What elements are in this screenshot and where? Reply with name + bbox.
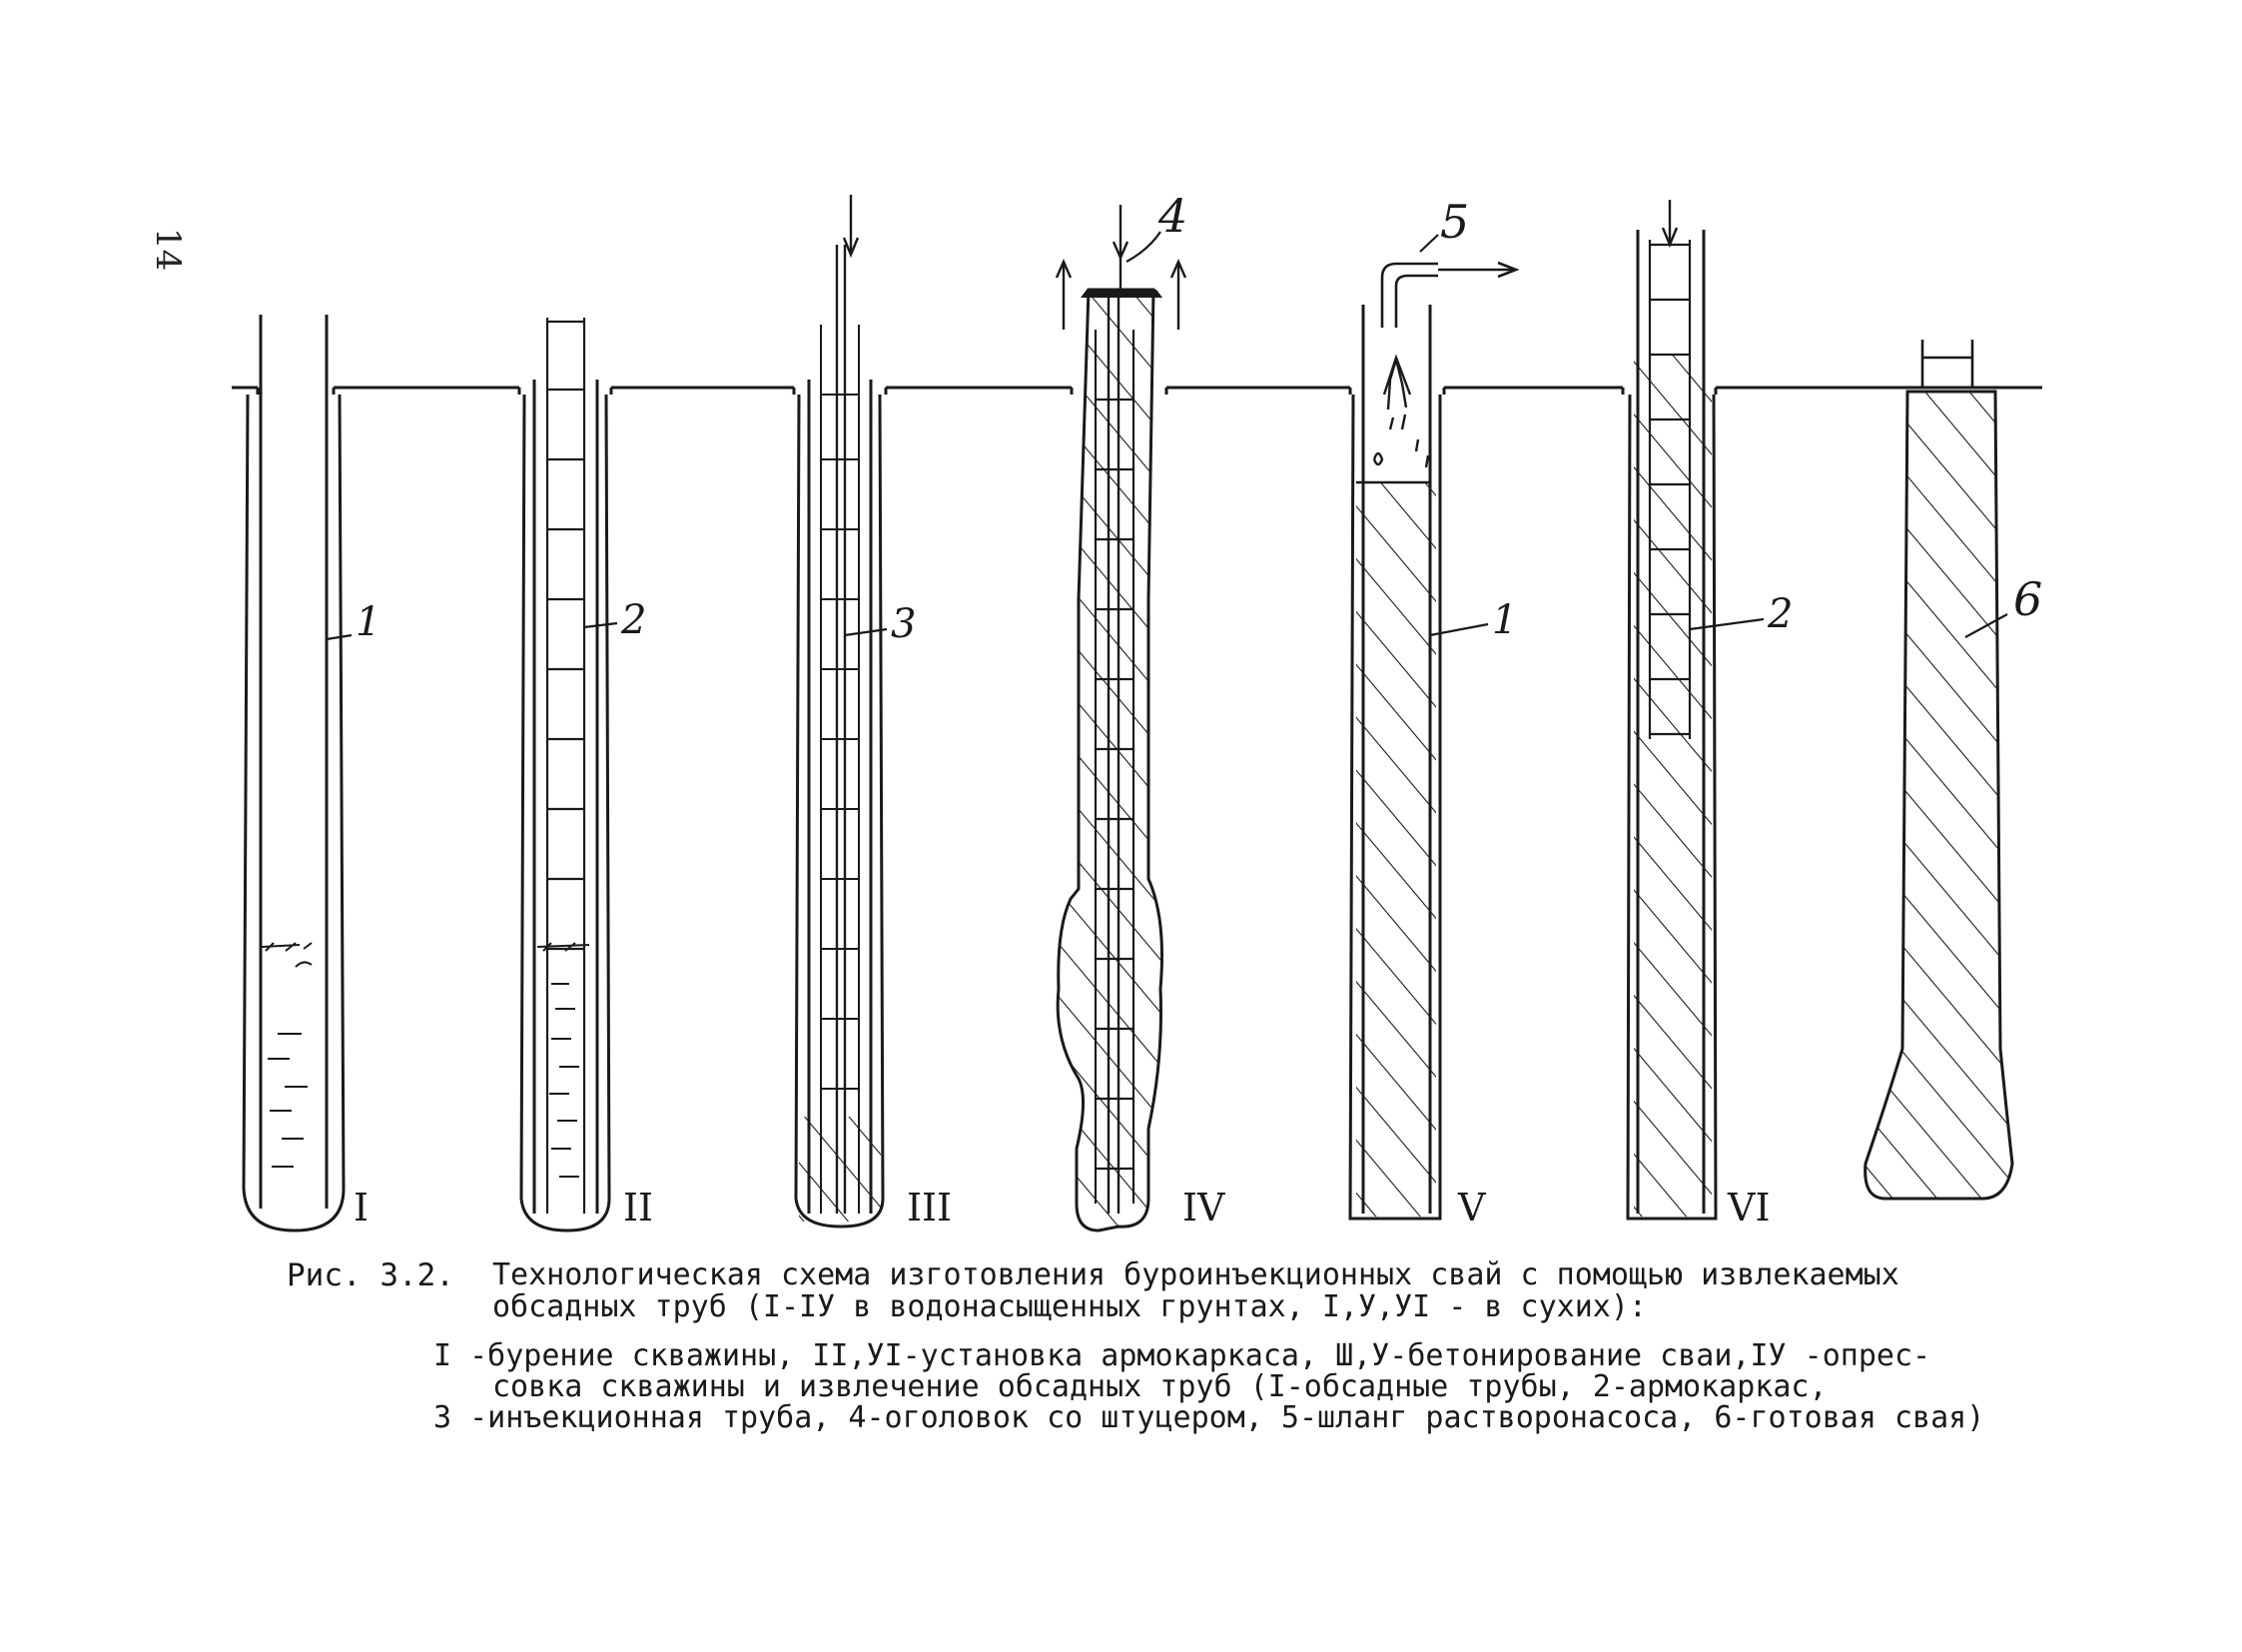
arrows-down-and-up [1055, 205, 1187, 330]
borehole-wall [1626, 394, 1718, 1221]
callout-6-finished-pile: 6 [2013, 572, 2042, 626]
injection-tube-3 [835, 245, 847, 1214]
caption-line-4: совка скважины и извлечение обсадных тру… [492, 1369, 1828, 1404]
pile-body [1864, 390, 2014, 1201]
borehole-wall [1348, 394, 1442, 1221]
figure-label: Рис. 3.2. [287, 1257, 454, 1293]
grout-hose-5 [1380, 261, 1520, 328]
reinforcement-cage [820, 325, 860, 1214]
callout-4-head: 4 [1157, 189, 1187, 243]
concrete-at-bottom [799, 1117, 881, 1222]
caption-line-5: 3 -инъекционная труба, 4-оголовок со шту… [433, 1400, 1985, 1435]
downward-arrow [1661, 200, 1679, 249]
stage-label-3: III [907, 1186, 952, 1230]
caption-line-1: Технологическая схема изготовления бурои… [492, 1257, 1899, 1292]
casing-pipe [1361, 305, 1432, 1214]
stage-6-reinforcement [1626, 200, 1718, 1221]
borehole-wall [519, 394, 611, 1233]
hole-edges [256, 388, 1718, 395]
reinforcement-cage [1648, 240, 1692, 739]
borehole-wall [242, 394, 346, 1233]
casing-pipe [807, 380, 873, 1214]
callout-2-cage-b: 2 [1767, 591, 1793, 637]
water-inside-pipe [536, 942, 590, 1178]
stage-label-2: II [623, 1186, 653, 1230]
callout-leaders [326, 231, 2008, 641]
grout-flow-splash [1372, 354, 1430, 468]
water-inside-pipe [261, 942, 313, 1168]
stage-3-concreting [794, 195, 885, 1229]
pile-head-stub [1920, 340, 1974, 388]
stage-1-drilling [242, 315, 346, 1233]
injection-tube [1107, 292, 1121, 1214]
stage-4-pressure-grouting [1055, 205, 1187, 1233]
stage-2-reinforcement [519, 318, 611, 1233]
stage-label-6: VI [1727, 1186, 1770, 1230]
callout-2-cage: 2 [620, 597, 646, 643]
callout-1-casing: 1 [356, 599, 380, 645]
caption-line-3: I -бурение скважины, II,УI-установка арм… [433, 1338, 1931, 1373]
stage-label-5: V [1457, 1186, 1486, 1230]
concrete-fill [1634, 355, 1712, 1217]
head-with-nipple-4 [1081, 290, 1162, 298]
reinforcement-cage [1094, 330, 1135, 1204]
stage-label-4: IV [1182, 1186, 1225, 1230]
caption-line-2: обсадных труб (I-IУ в водонасыщенных гру… [492, 1289, 1647, 1324]
finished-pile-6 [1864, 340, 2014, 1201]
stage-5-concreting [1348, 261, 1520, 1221]
stage-label-1: I [354, 1186, 369, 1230]
casing-pipe-1 [259, 315, 329, 1209]
callout-5-hose: 5 [1440, 195, 1469, 249]
concrete-fill [1356, 482, 1436, 1217]
callout-3-injection-tube: 3 [891, 601, 916, 647]
callout-1-casing-b: 1 [1492, 597, 1517, 643]
casing-pipe [1636, 230, 1706, 1214]
downward-arrow [842, 195, 860, 259]
expanded-grout-body [1056, 288, 1163, 1233]
casing-pipe [532, 380, 599, 1214]
reinforcement-cage-2 [545, 318, 586, 1214]
